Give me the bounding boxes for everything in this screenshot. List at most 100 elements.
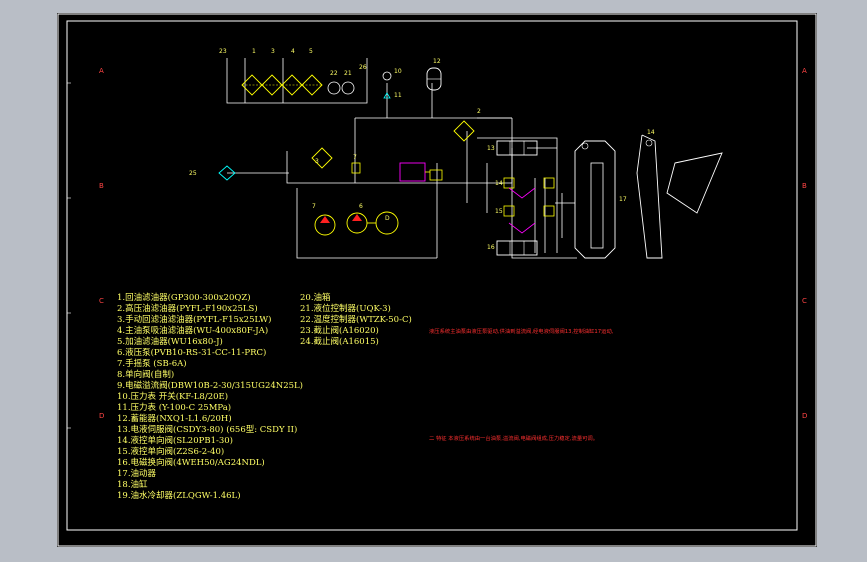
level-controller-icon [327, 81, 341, 95]
label-22: 22 [330, 70, 338, 77]
parts-item: 10.压力表 开关(KF-L8/20E) [117, 391, 228, 402]
temp-controller-icon [341, 81, 355, 95]
zone-letter-a: A [99, 67, 104, 75]
parts-item: 22.温度控制器(WTZK-50-C) [300, 314, 412, 325]
return-filter-icon [241, 74, 263, 96]
parts-item: 20.油箱 [300, 292, 331, 303]
label-14: 14 [495, 180, 503, 187]
label-21: 21 [344, 70, 352, 77]
pilot-check-valve-icon [503, 205, 515, 217]
suction-filter-icon [301, 74, 323, 96]
label-6: 6 [359, 203, 363, 210]
parts-item: 17.油动器 [117, 468, 157, 479]
filter-group [218, 74, 475, 181]
zone-letter-c-right: C [802, 297, 807, 305]
label-16: 16 [487, 244, 495, 251]
drawing-sheet: A B C D A B C D [57, 13, 817, 547]
hydraulic-schematic: A B C D A B C D [57, 13, 817, 547]
parts-item: 13.电液伺服阀(CSDY3-80) (656型: CSDY II) [117, 424, 297, 435]
pump-group [314, 162, 399, 236]
hydraulic-lines [226, 58, 577, 259]
label-7: 7 [312, 203, 316, 210]
label-5: 5 [309, 48, 313, 55]
parts-item: 7.手摇泵 (SB-6A) [117, 358, 187, 369]
actuator-group [555, 134, 723, 259]
pilot-check-valve-icon [543, 205, 555, 217]
pivot-icon [581, 142, 589, 150]
zone-letter-a-right: A [802, 67, 807, 75]
hand-pump-icon [314, 214, 336, 236]
label-13: 13 [487, 145, 495, 152]
cylinder-rod [590, 162, 604, 249]
pump-arrow-icon [352, 214, 362, 221]
zone-letter-b: B [99, 182, 104, 190]
label-26: 26 [359, 64, 367, 71]
parts-item: 2.高压油滤油器(PYFL-F190x25LS) [117, 303, 258, 314]
parts-item: 24.截止阀(A16015) [300, 336, 379, 347]
parts-item: 23.截止阀(A16020) [300, 325, 379, 336]
zone-letter-b-right: B [802, 182, 807, 190]
gauge-switch-icon [383, 92, 391, 99]
lever-arm [636, 134, 663, 259]
cylinder-body [574, 140, 616, 259]
label-10: 10 [394, 68, 402, 75]
relief-valve-icon [399, 162, 426, 182]
pressure-gauge-icon [382, 71, 392, 81]
pump-arrow-icon [320, 216, 330, 223]
accumulator-group [382, 67, 442, 99]
zone-letter-d-right: D [802, 412, 807, 420]
servo-valve-group [496, 140, 555, 256]
zone-letter-d: D [99, 412, 104, 420]
label-15: 15 [495, 208, 503, 215]
label-3b: 3 [315, 158, 319, 165]
label-17: 17 [619, 196, 627, 203]
directional-valve-icon [496, 240, 538, 256]
pilot-check-valve-icon [543, 177, 555, 189]
notes-line: 二 特征 本液压系统由一台油泵,溢流阀,电磁阀组成,压力稳定,流量可调。 [429, 434, 598, 442]
pilot-line [508, 222, 536, 234]
label-14b: 14 [647, 129, 655, 136]
parts-item: 8.单向阀(自制) [117, 369, 174, 380]
relief-valve-group [399, 162, 443, 182]
inner-border [66, 20, 798, 531]
parts-list: 1.回油滤油器(GP300-300x20QZ) 2.高压油滤油器(PYFL-F1… [117, 292, 303, 501]
notes-line: 液压系统主油泵由液压泵驱动,供油到溢流阀,经电液伺服阀13,控制油缸17运动, [429, 327, 614, 335]
parts-item: 14.液控单向阀(SL20PB1-30) [117, 435, 233, 446]
label-25: 25 [189, 170, 197, 177]
technical-notes: 液压系统主油泵由液压泵驱动,供油到溢流阀,经电液伺服阀13,控制油缸17运动, … [429, 327, 614, 442]
label-4: 4 [291, 48, 295, 55]
pressure-filter-icon [453, 120, 475, 142]
parts-item: 1.回油滤油器(GP300-300x20QZ) [117, 292, 251, 303]
label-23: 23 [219, 48, 227, 55]
label-d: D [385, 215, 390, 222]
inlet-valve-icon [218, 165, 236, 181]
label-11: 11 [394, 92, 402, 99]
parts-item: 19.油水冷却器(ZLQGW-1.46L) [117, 490, 241, 501]
parts-item: 12.蓄能器(NXQ1-L1.6/20H) [117, 413, 232, 424]
parts-list-2: 20.油箱 21.液位控制器(UQK-3) 22.温度控制器(WTZK-50-C… [300, 292, 412, 347]
parts-item: 6.液压泵(PVB10-RS-31-CC-11-PRC) [117, 347, 266, 358]
solenoid-icon [429, 169, 443, 181]
hand-filter-icon [281, 74, 303, 96]
pilot-line [508, 187, 536, 199]
parts-item: 5.加油滤油器(WU16x80-J) [117, 336, 223, 347]
parts-item: 4.主油泵吸油滤油器(WU-400x80F-JA) [117, 325, 268, 336]
zone-letter-c: C [99, 297, 104, 305]
pivot-icon [645, 139, 653, 147]
label-3: 3 [271, 48, 275, 55]
blade-icon [666, 152, 723, 214]
label-8: 7 [353, 154, 357, 161]
label-1: 1 [252, 48, 256, 55]
label-2: 2 [477, 108, 481, 115]
parts-item: 15.液控单向阀(Z2S6-2-40) [117, 446, 224, 457]
component-labels: 23 1 3 4 5 22 21 26 10 11 12 2 3 25 7 6 … [189, 48, 655, 251]
parts-item: 3.手动回滤油滤油器(PYFL-F15x25LW) [117, 314, 271, 325]
servo-valve-icon [496, 140, 538, 156]
return-filter-2-icon [311, 147, 333, 169]
parts-item: 11.压力表 (Y-100-C 25MPa) [117, 402, 231, 413]
hp-filter-icon [261, 74, 283, 96]
parts-item: 18.油缸 [117, 479, 148, 490]
parts-item: 21.液位控制器(UQK-3) [300, 303, 391, 314]
check-valve-icon [351, 162, 361, 174]
label-12: 12 [433, 58, 441, 65]
